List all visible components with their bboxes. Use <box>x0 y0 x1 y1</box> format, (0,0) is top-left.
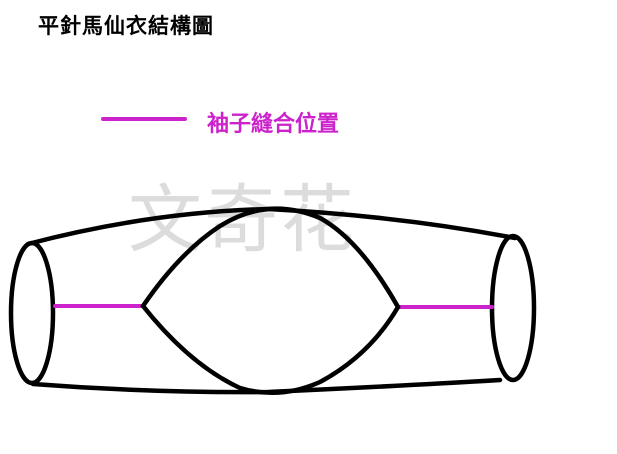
right-sleeve-opening <box>489 233 537 383</box>
center-opening-top-curve <box>140 206 401 310</box>
legend-label: 袖子縫合位置 <box>207 112 340 137</box>
watermark-text: 文奇花 <box>128 177 356 263</box>
body-bottom-edge <box>30 377 503 395</box>
center-opening-bottom-curve <box>140 303 401 396</box>
body-top-edge <box>25 206 518 247</box>
diagram-title: 平針馬仙衣結構圖 <box>38 14 214 38</box>
left-sleeve-opening <box>8 240 56 386</box>
legend-seam-line <box>101 117 187 121</box>
